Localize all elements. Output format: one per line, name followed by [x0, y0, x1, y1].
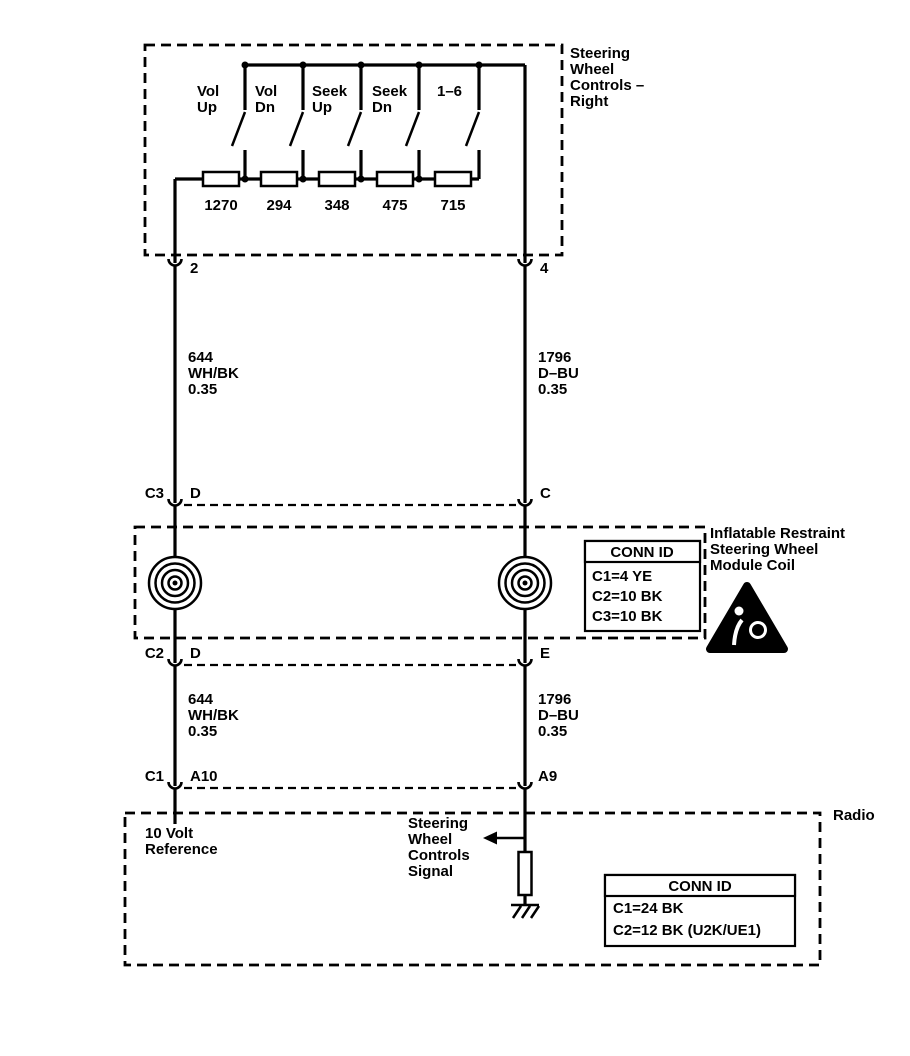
- wire-circuit-label: 644: [188, 349, 214, 366]
- connector-pin-label: A10: [190, 768, 218, 785]
- ground-icon: [511, 903, 541, 919]
- resistor-icon: [259, 170, 299, 188]
- wire-gauge-label: 0.35: [538, 723, 567, 740]
- ten-volt-reference-label: Reference: [145, 841, 218, 858]
- resistor-value: 1270: [204, 197, 237, 214]
- coil-module-box: [133, 525, 707, 640]
- switch-label: Seek: [372, 83, 408, 100]
- switch-label: Dn: [255, 99, 275, 116]
- junction-dots: [241, 61, 483, 183]
- resistor-value: 475: [382, 197, 407, 214]
- resistor-icons: [201, 170, 473, 188]
- ten-volt-reference-label: 10 Volt: [145, 825, 193, 842]
- connector-icon: [517, 498, 533, 507]
- coil-symbol-right: [497, 555, 553, 611]
- radio-conn-id-table: [603, 873, 797, 948]
- wire-circuit-label: 644: [188, 691, 214, 708]
- resistor-value: 294: [266, 197, 292, 214]
- switch-label: Dn: [372, 99, 392, 116]
- switch-label: Up: [312, 99, 332, 116]
- connector-icon: [167, 658, 183, 667]
- radio-resistor-icon: [517, 850, 533, 897]
- coil-title-line: Inflatable Restraint: [710, 525, 845, 542]
- conn-id-header: CONN ID: [610, 544, 674, 561]
- wire-color-label: WH/BK: [188, 707, 239, 724]
- steering-wheel-controls-box: [143, 43, 564, 257]
- connector-icon: [167, 498, 183, 507]
- connector-pin-label: D: [190, 645, 201, 662]
- wire-circuit-label: 1796: [538, 349, 571, 366]
- wire-gauge-label: 0.35: [188, 381, 217, 398]
- coil-symbol-left: [147, 555, 203, 611]
- connector-icon: [167, 258, 183, 267]
- conn-id-row: C3=10 BK: [592, 608, 663, 625]
- top-box-title-line: Wheel: [570, 61, 614, 78]
- connector-icon: [517, 781, 533, 790]
- top-box-title-line: Right: [570, 93, 608, 110]
- coil-conn-id-table: [583, 539, 702, 633]
- pin-label: 2: [190, 260, 198, 277]
- coil-title-line: Steering Wheel: [710, 541, 818, 558]
- wire-gauge-label: 0.35: [538, 381, 567, 398]
- switch-label: Up: [197, 99, 217, 116]
- switch-label: 1–6: [437, 83, 462, 100]
- switch-label: Vol: [197, 83, 219, 100]
- conn-id-row: C2=12 BK (U2K/UE1): [613, 922, 761, 939]
- connector-icon: [517, 658, 533, 667]
- coil-title-line: Module Coil: [710, 557, 795, 574]
- resistor-value: 715: [440, 197, 465, 214]
- radio-box: [123, 811, 822, 967]
- conn-id-header: CONN ID: [668, 878, 732, 895]
- inline-connector-icons: [167, 258, 533, 790]
- resistor-value: 348: [324, 197, 349, 214]
- radio-box-title: Radio: [833, 807, 875, 824]
- connector-label: C1: [145, 768, 164, 785]
- switch-label: Vol: [255, 83, 277, 100]
- resistor-icon: [433, 170, 473, 188]
- wire-circuit-label: 1796: [538, 691, 571, 708]
- connector-label: C2: [145, 645, 164, 662]
- top-box-title-line: Steering: [570, 45, 630, 62]
- top-box-title-line: Controls –: [570, 77, 644, 94]
- connector-icon: [167, 781, 183, 790]
- switch-label: Seek: [312, 83, 348, 100]
- signal-label-line: Steering: [408, 815, 468, 832]
- sir-warning-triangle-icon: [706, 582, 788, 653]
- connector-pin-label: A9: [538, 768, 557, 785]
- resistor-icon: [201, 170, 241, 188]
- connector-label: C3: [145, 485, 164, 502]
- signal-label-line: Wheel: [408, 831, 452, 848]
- conn-id-row: C1=4 YE: [592, 568, 652, 585]
- wire-gauge-label: 0.35: [188, 723, 217, 740]
- switch-ladder-bus: [175, 63, 525, 181]
- connector-pin-label: C: [540, 485, 551, 502]
- signal-label-line: Signal: [408, 863, 453, 880]
- signal-label-line: Controls: [408, 847, 470, 864]
- resistor-icon: [317, 170, 357, 188]
- connector-pin-label: D: [190, 485, 201, 502]
- switch-blades: [230, 111, 481, 147]
- pin-label: 4: [540, 260, 549, 277]
- conn-id-row: C1=24 BK: [613, 900, 684, 917]
- conn-id-row: C2=10 BK: [592, 588, 663, 605]
- resistor-icon: [375, 170, 415, 188]
- signal-arrow-icon: [483, 831, 497, 845]
- wire-color-label: WH/BK: [188, 365, 239, 382]
- connector-pin-label: E: [540, 645, 550, 662]
- wire-color-label: D–BU: [538, 365, 579, 382]
- wire-color-label: D–BU: [538, 707, 579, 724]
- connector-icon: [517, 258, 533, 267]
